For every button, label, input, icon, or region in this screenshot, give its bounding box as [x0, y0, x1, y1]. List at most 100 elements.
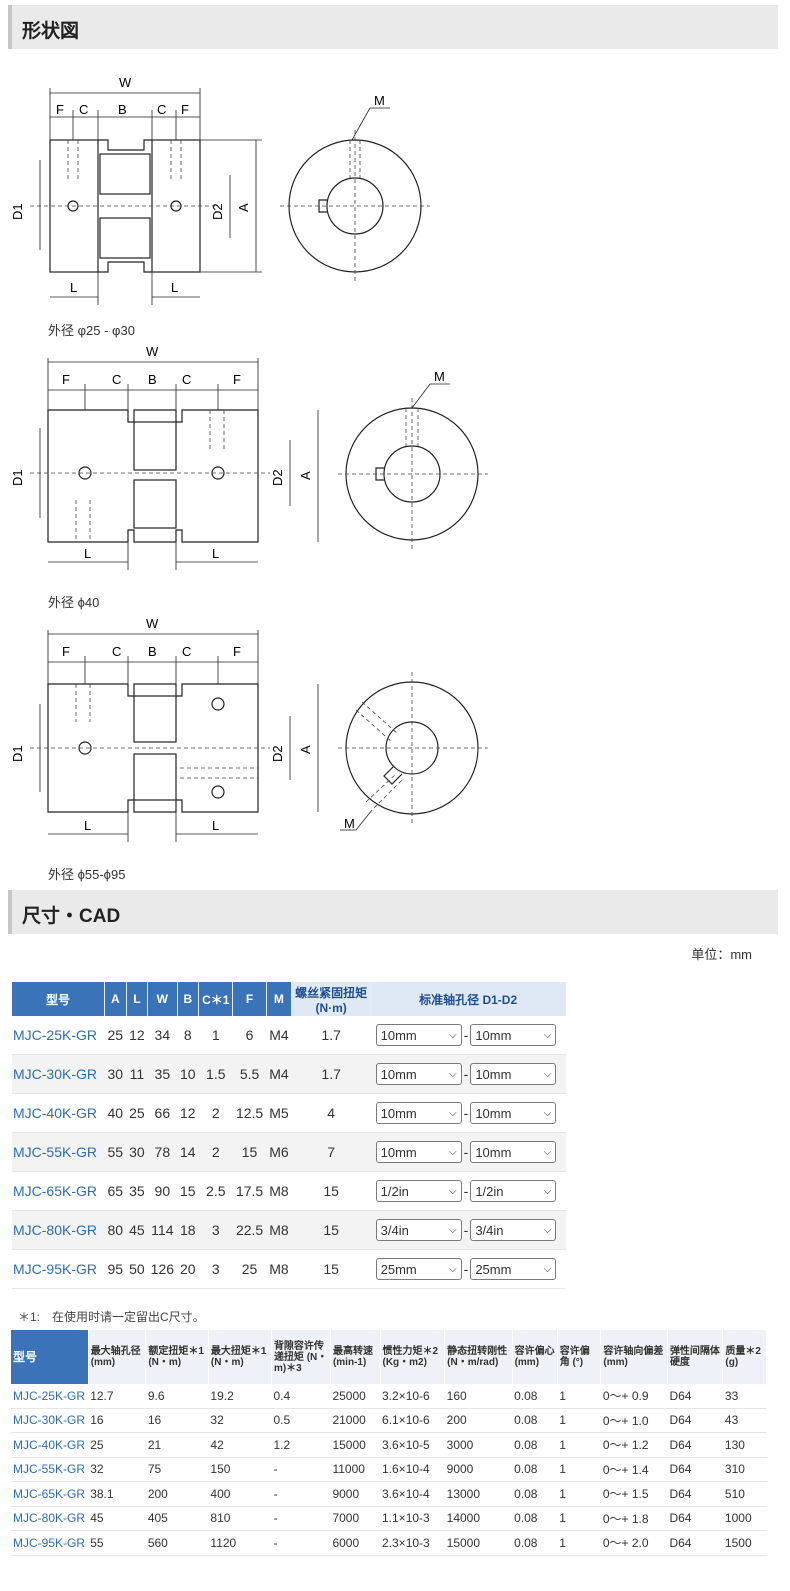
cell-model[interactable]: MJC-95K-GR [12, 1249, 105, 1289]
dim-L: L [70, 280, 77, 295]
spec-cell: 33 [722, 1384, 767, 1409]
bore-d1-select[interactable]: 10mm⌵ [375, 1102, 462, 1124]
spec-cell: 55 [88, 1530, 146, 1556]
bore-d2-select[interactable]: 10mm⌵ [470, 1063, 557, 1085]
spec-cell: 810 [208, 1506, 272, 1531]
shape-drawing-2: W F C B C F L L D1 D2 A M [10, 344, 488, 570]
spec-cell: 15000 [444, 1530, 513, 1556]
cell-a: 40 [104, 1093, 127, 1133]
cell-a: 65 [104, 1171, 127, 1211]
bore-d2-select[interactable]: 10mm⌵ [470, 1024, 557, 1046]
spec-col-header: 背隙容许传递扭矩 (N・m)＊3 [271, 1330, 331, 1384]
spec-cell: 1500 [722, 1530, 767, 1556]
spec-cell: 0.08 [512, 1481, 558, 1507]
cell-model[interactable]: MJC-55K-GR [12, 1132, 105, 1172]
spec-cell: 14000 [444, 1506, 513, 1531]
spec-cell: 200 [444, 1408, 513, 1433]
cell-model[interactable]: MJC-65K-GR [12, 1171, 105, 1211]
spec-cell: 1 [557, 1384, 601, 1409]
bore-d1-select[interactable]: 3/4in⌵ [375, 1219, 462, 1241]
cell-model[interactable]: MJC-25K-GR [11, 1384, 89, 1409]
cell-m: M5 [266, 1093, 292, 1133]
dim-C: C [182, 644, 191, 659]
cell-f: 6 [232, 1016, 267, 1055]
cell-model[interactable]: MJC-95K-GR [11, 1530, 89, 1556]
cell-l: 12 [126, 1016, 148, 1055]
spec-cell: - [271, 1506, 331, 1531]
spec-cell: 1 [557, 1530, 601, 1556]
spec-cell: 1 [557, 1481, 601, 1507]
cell-model[interactable]: MJC-80K-GR [11, 1506, 89, 1531]
spec-cell: 9.6 [145, 1384, 209, 1409]
spec-cell: 0.08 [512, 1457, 558, 1482]
cell-w: 126 [147, 1249, 178, 1289]
bore-d1-select[interactable]: 10mm⌵ [375, 1141, 462, 1163]
cell-model[interactable]: MJC-40K-GR [12, 1093, 105, 1133]
bore-d2-select[interactable]: 10mm ⌵ [470, 1141, 557, 1163]
bore-d1-select[interactable]: 10mm⌵ [375, 1063, 462, 1085]
spec-col-header: 惯性力矩＊2 (Kg・m2) [380, 1330, 446, 1384]
bore-d2-select[interactable]: 3/4in ⌵ [470, 1219, 557, 1241]
select-value: 25mm [380, 1261, 417, 1277]
dash: - [463, 1105, 469, 1121]
cell-model[interactable]: MJC-55K-GR [11, 1457, 89, 1482]
cell-c: 2.5 [198, 1171, 233, 1211]
chevron-down-icon: ⌵ [543, 1224, 552, 1236]
bore-d2-select[interactable]: 25mm⌵ [470, 1258, 557, 1280]
caption-3: 外径 ϕ55-ϕ95 [48, 867, 126, 882]
cell-torque: 7 [291, 1132, 371, 1172]
spec-cell: 1000 [722, 1506, 767, 1531]
spec-col-header: 静态扭转刚性 (N・m/rad) [444, 1330, 513, 1384]
cell-model[interactable]: MJC-25K-GR [12, 1016, 105, 1055]
cell-model[interactable]: MJC-80K-GR [12, 1210, 105, 1250]
cell-w: 78 [147, 1132, 178, 1172]
dim-L: L [212, 546, 219, 561]
cell-torque: 15 [291, 1171, 371, 1211]
spec-cell: 1.6×10-4 [380, 1457, 445, 1482]
cell-l: 30 [126, 1132, 148, 1172]
spec-cell: 13000 [444, 1481, 513, 1507]
spec-cell: 0～+ 1.5 [600, 1481, 668, 1507]
dash: - [463, 1144, 469, 1160]
spec-cell: 43 [722, 1408, 767, 1433]
select-value: 3/4in [475, 1222, 504, 1238]
cell-f: 12.5 [232, 1093, 267, 1133]
spec-cell: 45 [88, 1506, 146, 1531]
spec-col-header: 容许偏心 (mm) [512, 1330, 558, 1384]
cell-model[interactable]: MJC-40K-GR [11, 1432, 89, 1458]
chevron-down-icon: ⌵ [543, 1068, 552, 1080]
dim-M: M [374, 93, 385, 108]
select-value: 10mm [475, 1144, 512, 1160]
bore-d2-select[interactable]: 1/2in⌵ [470, 1180, 557, 1202]
dash: - [463, 1027, 469, 1043]
cell-torque: 15 [291, 1249, 371, 1289]
bore-d1-select[interactable]: 10mm⌵ [375, 1024, 462, 1046]
bore-d1-select[interactable]: 25mm⌵ [375, 1258, 462, 1280]
dim-A: A [298, 745, 313, 754]
bore-d1-select[interactable]: 1/2in⌵ [375, 1180, 462, 1202]
cell-f: 15 [232, 1132, 267, 1172]
cell-c: 3 [198, 1210, 233, 1250]
cell-bore: 10mm⌵-10mm⌵ [370, 1093, 566, 1133]
spec-col-header: 最大轴孔径 (mm) [88, 1330, 147, 1384]
cell-b: 18 [177, 1210, 199, 1250]
spec-cell: 32 [208, 1408, 272, 1433]
chevron-down-icon: ⌵ [543, 1146, 552, 1158]
cell-model[interactable]: MJC-65K-GR [11, 1481, 89, 1507]
bore-d2-select[interactable]: 10mm⌵ [470, 1102, 557, 1124]
spec-cell: 3.2×10-6 [380, 1384, 445, 1409]
cell-torque: 4 [291, 1093, 371, 1133]
col-W: W [147, 982, 178, 1016]
cell-model[interactable]: MJC-30K-GR [12, 1054, 105, 1094]
spec-cell: 310 [722, 1457, 767, 1482]
cell-b: 14 [177, 1132, 199, 1172]
select-value: 1/2in [475, 1183, 504, 1199]
cell-model[interactable]: MJC-30K-GR [11, 1408, 89, 1433]
section-title: 形状図 [22, 21, 80, 42]
